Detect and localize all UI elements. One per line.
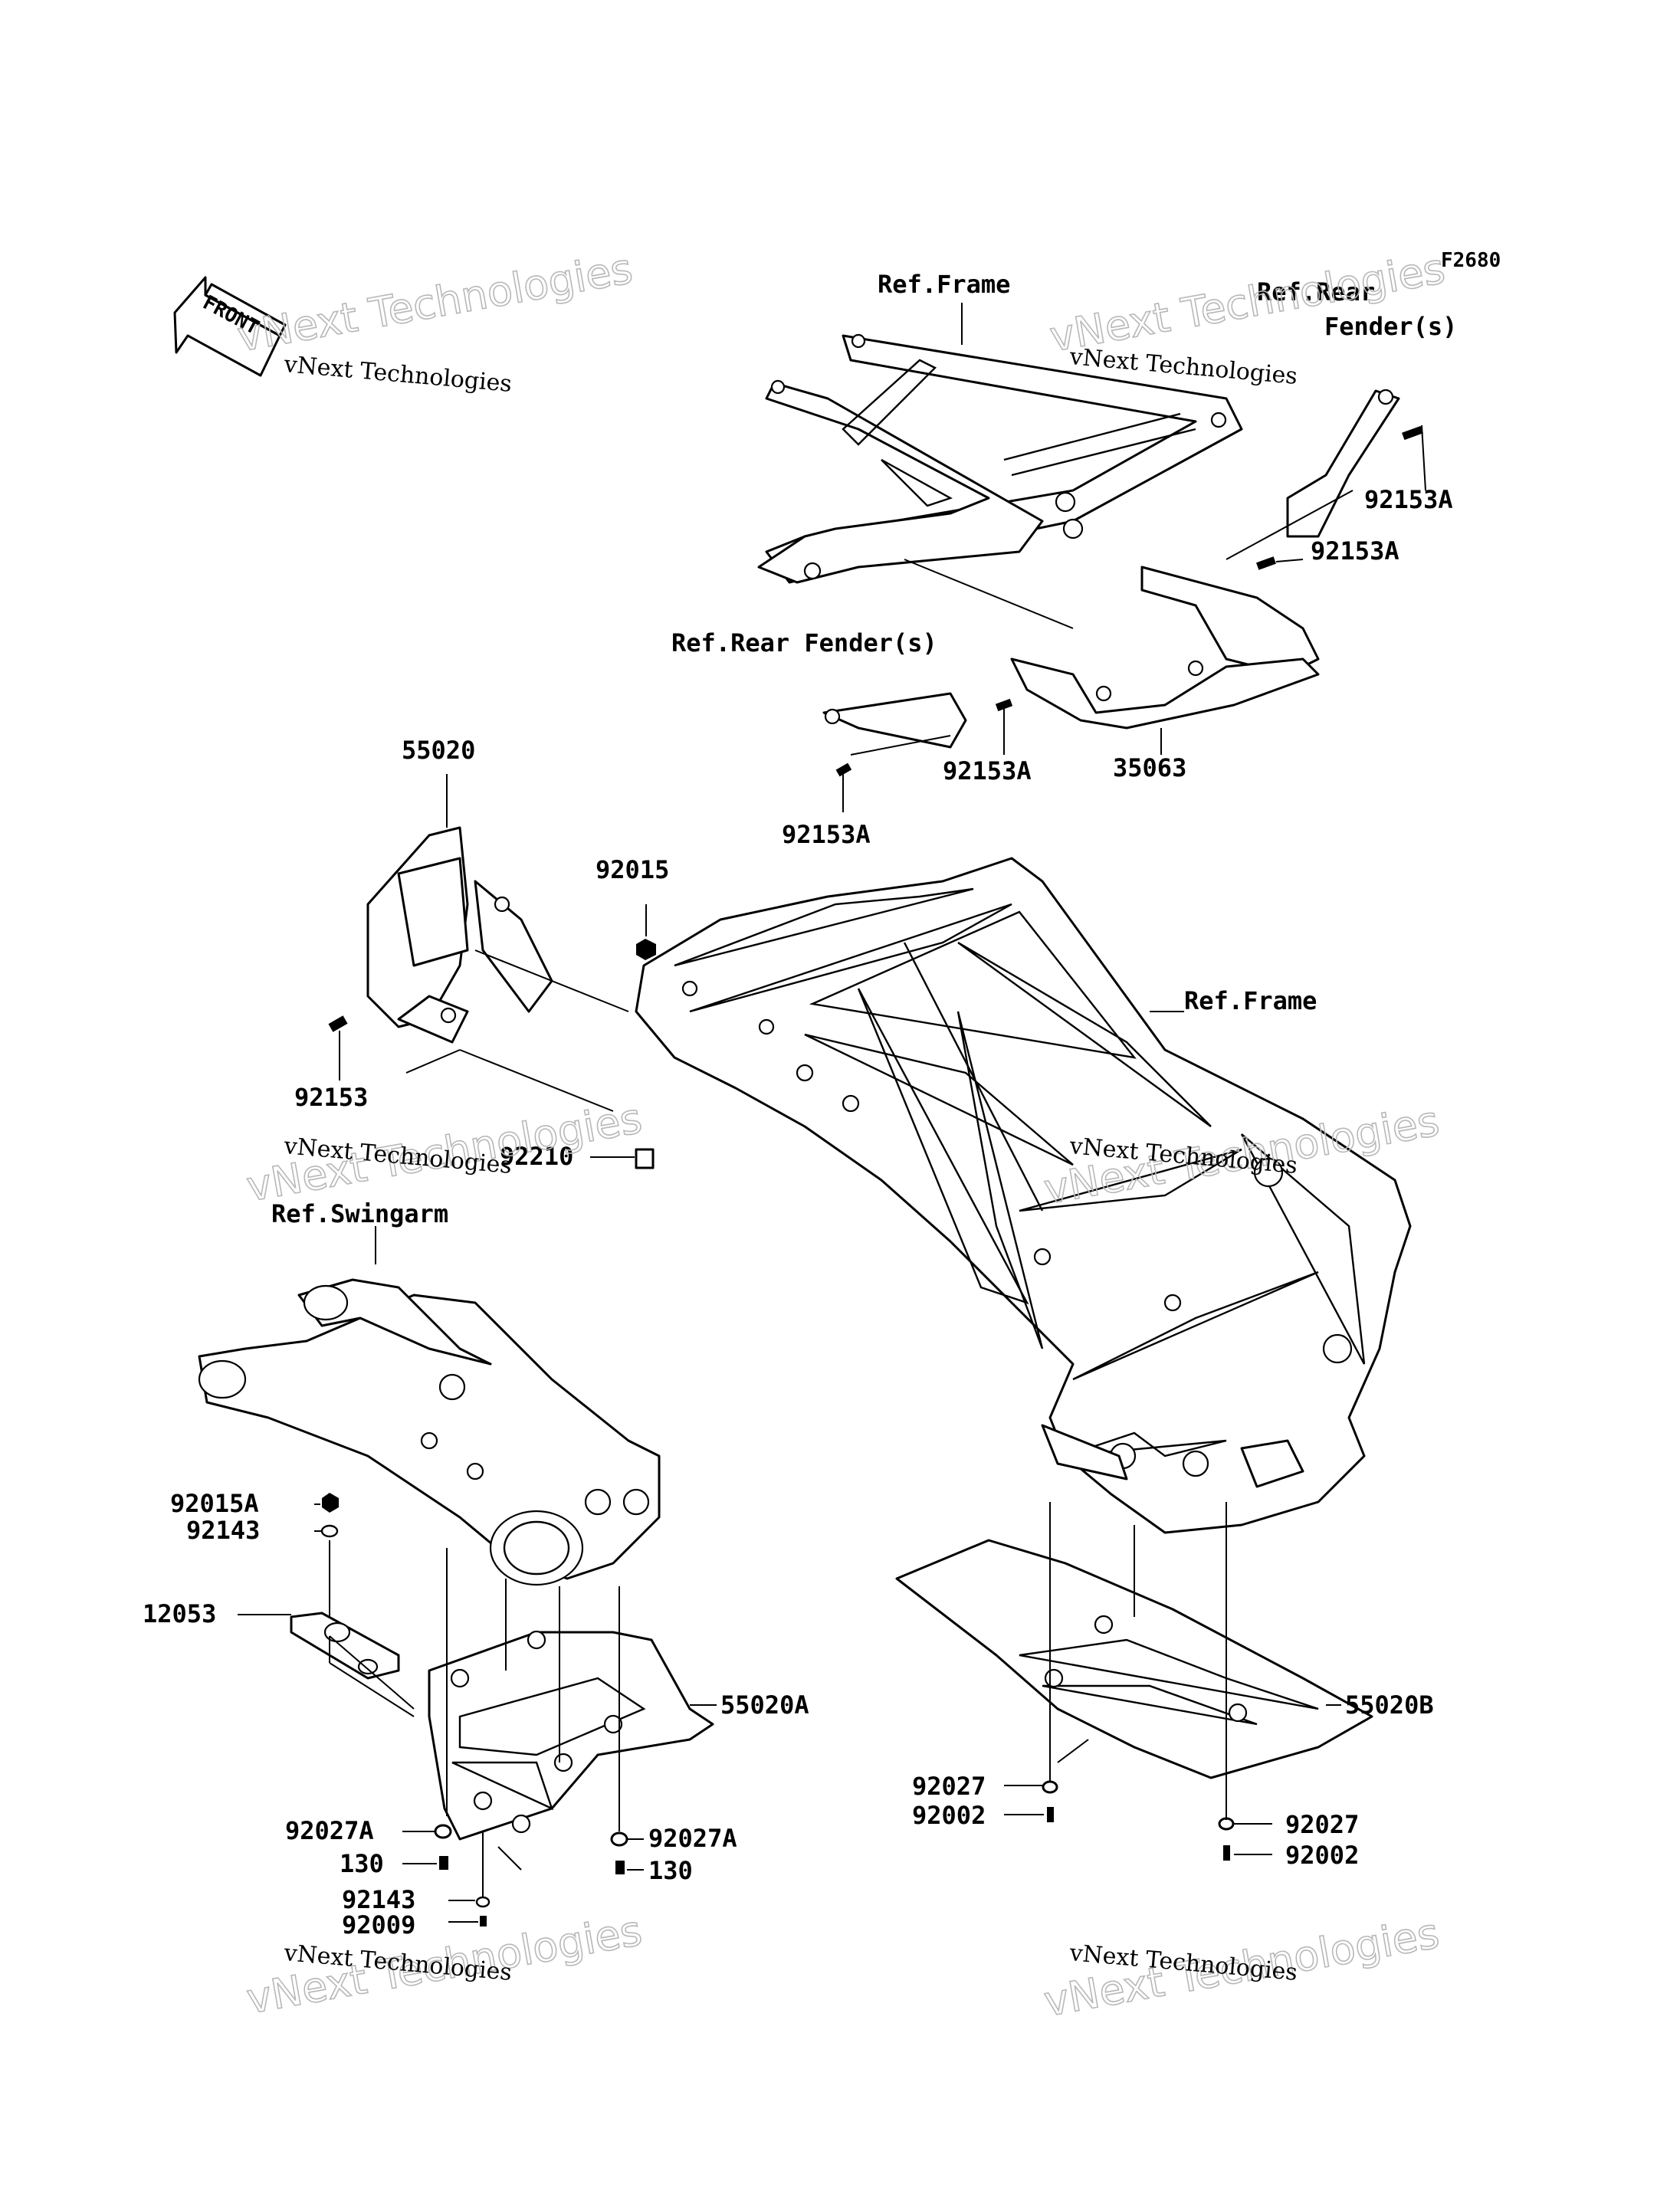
label-92027A-a: 92027A [285, 1816, 374, 1845]
rear-fender-bracket-right [1286, 389, 1400, 538]
rear-subframe-drawing [757, 333, 1243, 584]
front-guard-55020 [366, 826, 553, 1044]
label-92027-b: 92027 [1285, 1810, 1359, 1839]
label-92153A-c: 92153A [943, 756, 1032, 785]
label-92009: 92009 [342, 1910, 415, 1940]
watermark-top-right: vNext Technologies [1045, 244, 1449, 362]
swingarm-drawing [198, 1278, 661, 1586]
label-92153A-a: 92153A [1364, 485, 1453, 514]
label-92143-b: 92143 [342, 1885, 415, 1914]
skid-plate-55020B [895, 1539, 1373, 1779]
figure-code: F2680 [1441, 249, 1501, 272]
main-frame-drawing [635, 857, 1412, 1534]
leader-lines-mid [339, 774, 1184, 1158]
label-130-a: 130 [340, 1849, 384, 1878]
label-ref-rear-fender-top-2: Fender(s) [1324, 312, 1457, 341]
rear-fender-bracket-mid [822, 692, 967, 749]
label-92002-a: 92002 [912, 1801, 986, 1830]
label-ref-swingarm: Ref.Swingarm [271, 1199, 448, 1228]
label-12053: 12053 [143, 1599, 216, 1628]
grab-bar-35063 [1010, 566, 1320, 730]
label-92153: 92153 [294, 1083, 368, 1112]
label-92210: 92210 [500, 1142, 573, 1171]
label-92027-a: 92027 [912, 1772, 986, 1801]
label-92015A: 92015A [170, 1489, 259, 1518]
label-55020A: 55020A [720, 1690, 809, 1720]
label-92153A-b: 92153A [1311, 536, 1399, 566]
label-55020B: 55020B [1345, 1690, 1434, 1720]
chain-slider-12053 [290, 1612, 400, 1680]
label-92143-a: 92143 [186, 1516, 260, 1545]
label-35063: 35063 [1113, 753, 1186, 782]
skid-plate-55020A [428, 1630, 714, 1841]
label-ref-rear-fender-top-1: Ref.Rear [1257, 277, 1375, 307]
fastener-icons-mid [328, 939, 656, 1169]
leader-lines-top [842, 303, 1426, 812]
svg-text:vNext Technologies: vNext Technologies [1046, 244, 1449, 362]
label-92002-b: 92002 [1285, 1841, 1359, 1870]
watermark-top-left: vNext Technologies [233, 244, 636, 362]
bolt-icons-top [835, 425, 1423, 777]
label-130-b: 130 [648, 1856, 693, 1885]
label-ref-frame-mid: Ref.Frame [1184, 986, 1317, 1015]
label-92027A-b: 92027A [648, 1824, 737, 1853]
leader-lines-bottom [238, 1226, 1341, 1923]
svg-text:vNext Technologies: vNext Technologies [234, 244, 636, 362]
watermark-text-top-left: vNext Technologies [282, 351, 513, 398]
label-92015: 92015 [596, 855, 669, 884]
label-ref-rear-fender-mid: Ref.Rear Fender(s) [671, 628, 937, 657]
label-92153A-d: 92153A [782, 820, 871, 849]
label-55020: 55020 [402, 736, 475, 765]
label-ref-frame-top: Ref.Frame [878, 270, 1010, 299]
